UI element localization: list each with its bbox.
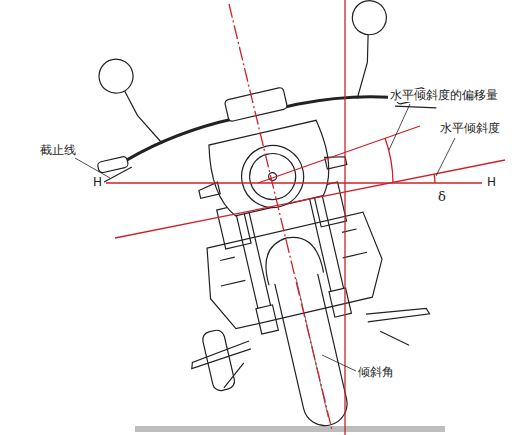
cutoff-line xyxy=(115,160,505,238)
delta-arc xyxy=(434,174,435,183)
label-text: δ xyxy=(436,190,448,204)
tilt-axis xyxy=(229,4,332,430)
leader-line xyxy=(436,138,455,176)
leader-line xyxy=(322,355,358,372)
label-text: 水平倾斜度的偏移量 xyxy=(388,89,500,102)
ground-bar xyxy=(135,426,445,432)
label-text: H xyxy=(485,176,498,189)
reference-lines xyxy=(106,0,505,435)
label-text: 水平倾斜度 xyxy=(438,122,502,135)
vertical-line xyxy=(344,0,345,435)
label-text: 截止线 xyxy=(38,144,78,157)
leader-line xyxy=(389,104,410,150)
leader-lines xyxy=(75,104,455,372)
motorcycle-drawing xyxy=(68,0,500,435)
label-text: H xyxy=(91,176,104,189)
label-text: 倾斜角 xyxy=(356,366,396,379)
horizontal-line xyxy=(106,182,482,183)
leader-line xyxy=(75,158,110,178)
